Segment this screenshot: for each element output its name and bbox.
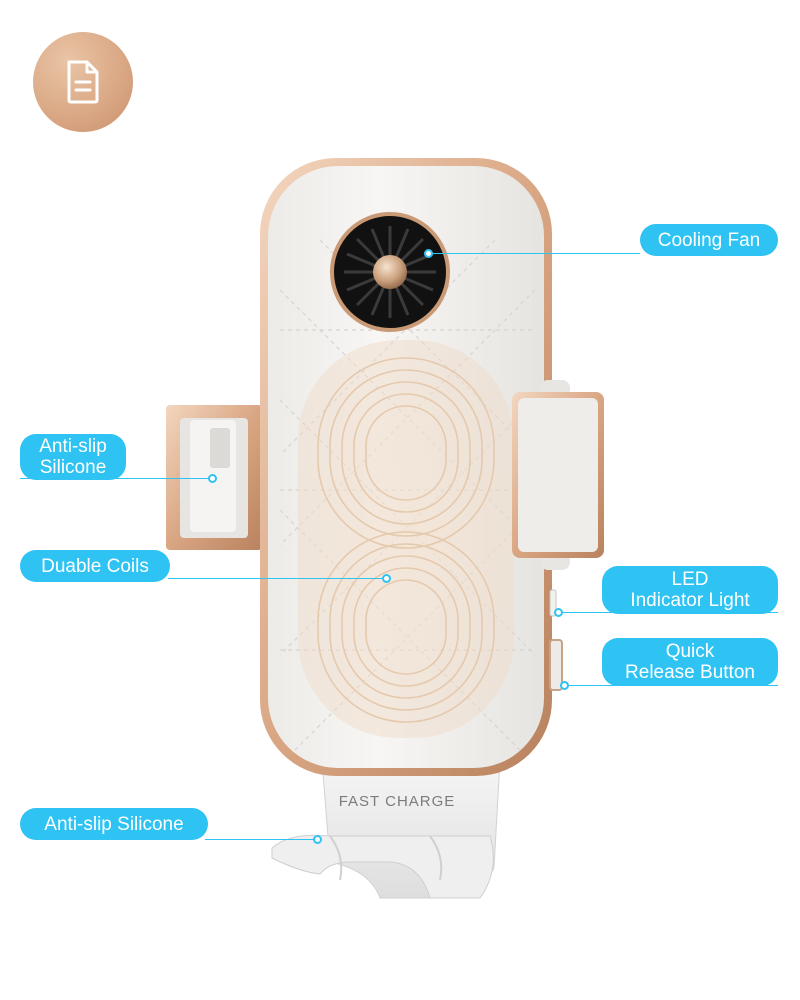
document-icon [67, 60, 99, 104]
stand-label: FAST CHARGE [339, 793, 456, 810]
anti-slip-bottom-label: Anti-slip Silicone [20, 808, 208, 840]
coils-leader [168, 578, 386, 579]
cooling-fan-marker [424, 249, 433, 258]
anti-slip-bottom-marker [313, 835, 322, 844]
anti-slip-side-marker [208, 474, 217, 483]
quick-release-label: Quick Release Button [602, 638, 778, 686]
quick-release-marker [560, 681, 569, 690]
document-badge[interactable] [33, 32, 133, 132]
anti-slip-bottom-leader [205, 839, 317, 840]
led-label: LED Indicator Light [602, 566, 778, 614]
anti-slip-side-label: Anti-slip Silicone [20, 434, 126, 480]
right-arm [512, 380, 604, 570]
charger-body [260, 158, 552, 776]
quick-release-button [549, 639, 563, 691]
stand-base [271, 759, 501, 899]
cooling-fan-leader [430, 253, 640, 254]
led-marker [554, 608, 563, 617]
coils-marker [382, 574, 391, 583]
cooling-fan-label: Cooling Fan [640, 224, 778, 256]
coils-label: Duable Coils [20, 550, 170, 582]
